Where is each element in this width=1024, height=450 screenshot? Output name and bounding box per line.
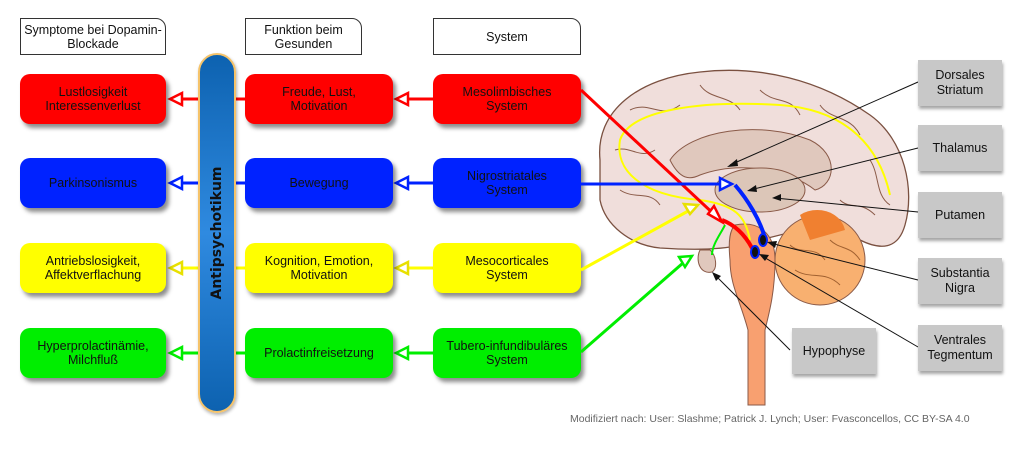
header-function: Funktion beim Gesunden [245, 18, 362, 55]
system-box-green: Tubero-infundibuläres System [433, 328, 581, 378]
arrow-head [167, 90, 184, 108]
row-arrows-blue [167, 174, 433, 192]
system-box-blue: Nigrostriatales System [433, 158, 581, 208]
header-symptoms: Symptome bei Dopamin-Blockade [20, 18, 166, 55]
arrow-head [393, 90, 410, 108]
label-hypophysis: Hypophyse [792, 328, 876, 374]
gyri [614, 84, 891, 216]
antipsychotic-bar: Antipsychotikum [198, 53, 236, 413]
mesocortical-pathway [618, 102, 891, 241]
tuberoinfundibular-pathway [711, 224, 726, 256]
label-substantia-nigra: Substantia Nigra [918, 258, 1002, 304]
yellow-pathway-arrow [580, 208, 691, 272]
arrow-head [706, 203, 725, 226]
label-ventral-tegmentum: Ventrales Tegmentum [918, 325, 1002, 371]
arrow-head [167, 344, 184, 362]
arrow-head [676, 254, 695, 270]
arrow-head [167, 174, 184, 192]
substantia-nigra-oval [758, 233, 768, 247]
arrow-head [167, 259, 184, 277]
function-box-red: Freude, Lust, Motivation [245, 74, 393, 124]
symptom-box-blue: Parkinsonismus [20, 158, 166, 208]
arrow-head [393, 344, 410, 362]
credit-text: Modifiziert nach: User: Slashme; Patrick… [570, 413, 970, 425]
label-thalamus: Thalamus [918, 125, 1002, 171]
ventral-tegmentum-oval [750, 245, 760, 259]
row-arrows-green [167, 344, 433, 362]
red-pathway-arrow [579, 88, 720, 220]
cerebellum-folia [789, 239, 861, 286]
arrow-head [681, 202, 701, 217]
function-box-yellow: Kognition, Emotion, Motivation [245, 243, 393, 293]
cerebellum-upper [800, 210, 845, 240]
label-putamen: Putamen [918, 192, 1002, 238]
pointer-heads [712, 159, 781, 281]
label-dorsal-striatum: Dorsales Striatum [918, 60, 1002, 106]
thalamus-region [714, 167, 806, 213]
arrow-head [393, 259, 410, 277]
symptom-box-green: Hyperprolactinämie, Milchfluß [20, 328, 166, 378]
row-arrows-yellow [167, 259, 433, 277]
row-arrows-red [167, 90, 433, 108]
function-box-green: Prolactinfreisetzung [245, 328, 393, 378]
label-pointers [714, 81, 919, 351]
symptom-box-red: Lustlosigkeit Interessenverlust [20, 74, 166, 124]
arrow-head [718, 175, 735, 193]
function-box-blue: Bewegung [245, 158, 393, 208]
system-box-yellow: Mesocorticales System [433, 243, 581, 293]
system-box-red: Mesolimbisches System [433, 74, 581, 124]
green-pathway-arrow [580, 261, 684, 354]
symptom-box-yellow: Antriebslosigkeit, Affektverflachung [20, 243, 166, 293]
mesolimbic-pathway [721, 218, 754, 249]
arrow-head [393, 174, 410, 192]
header-system: System [433, 18, 581, 55]
